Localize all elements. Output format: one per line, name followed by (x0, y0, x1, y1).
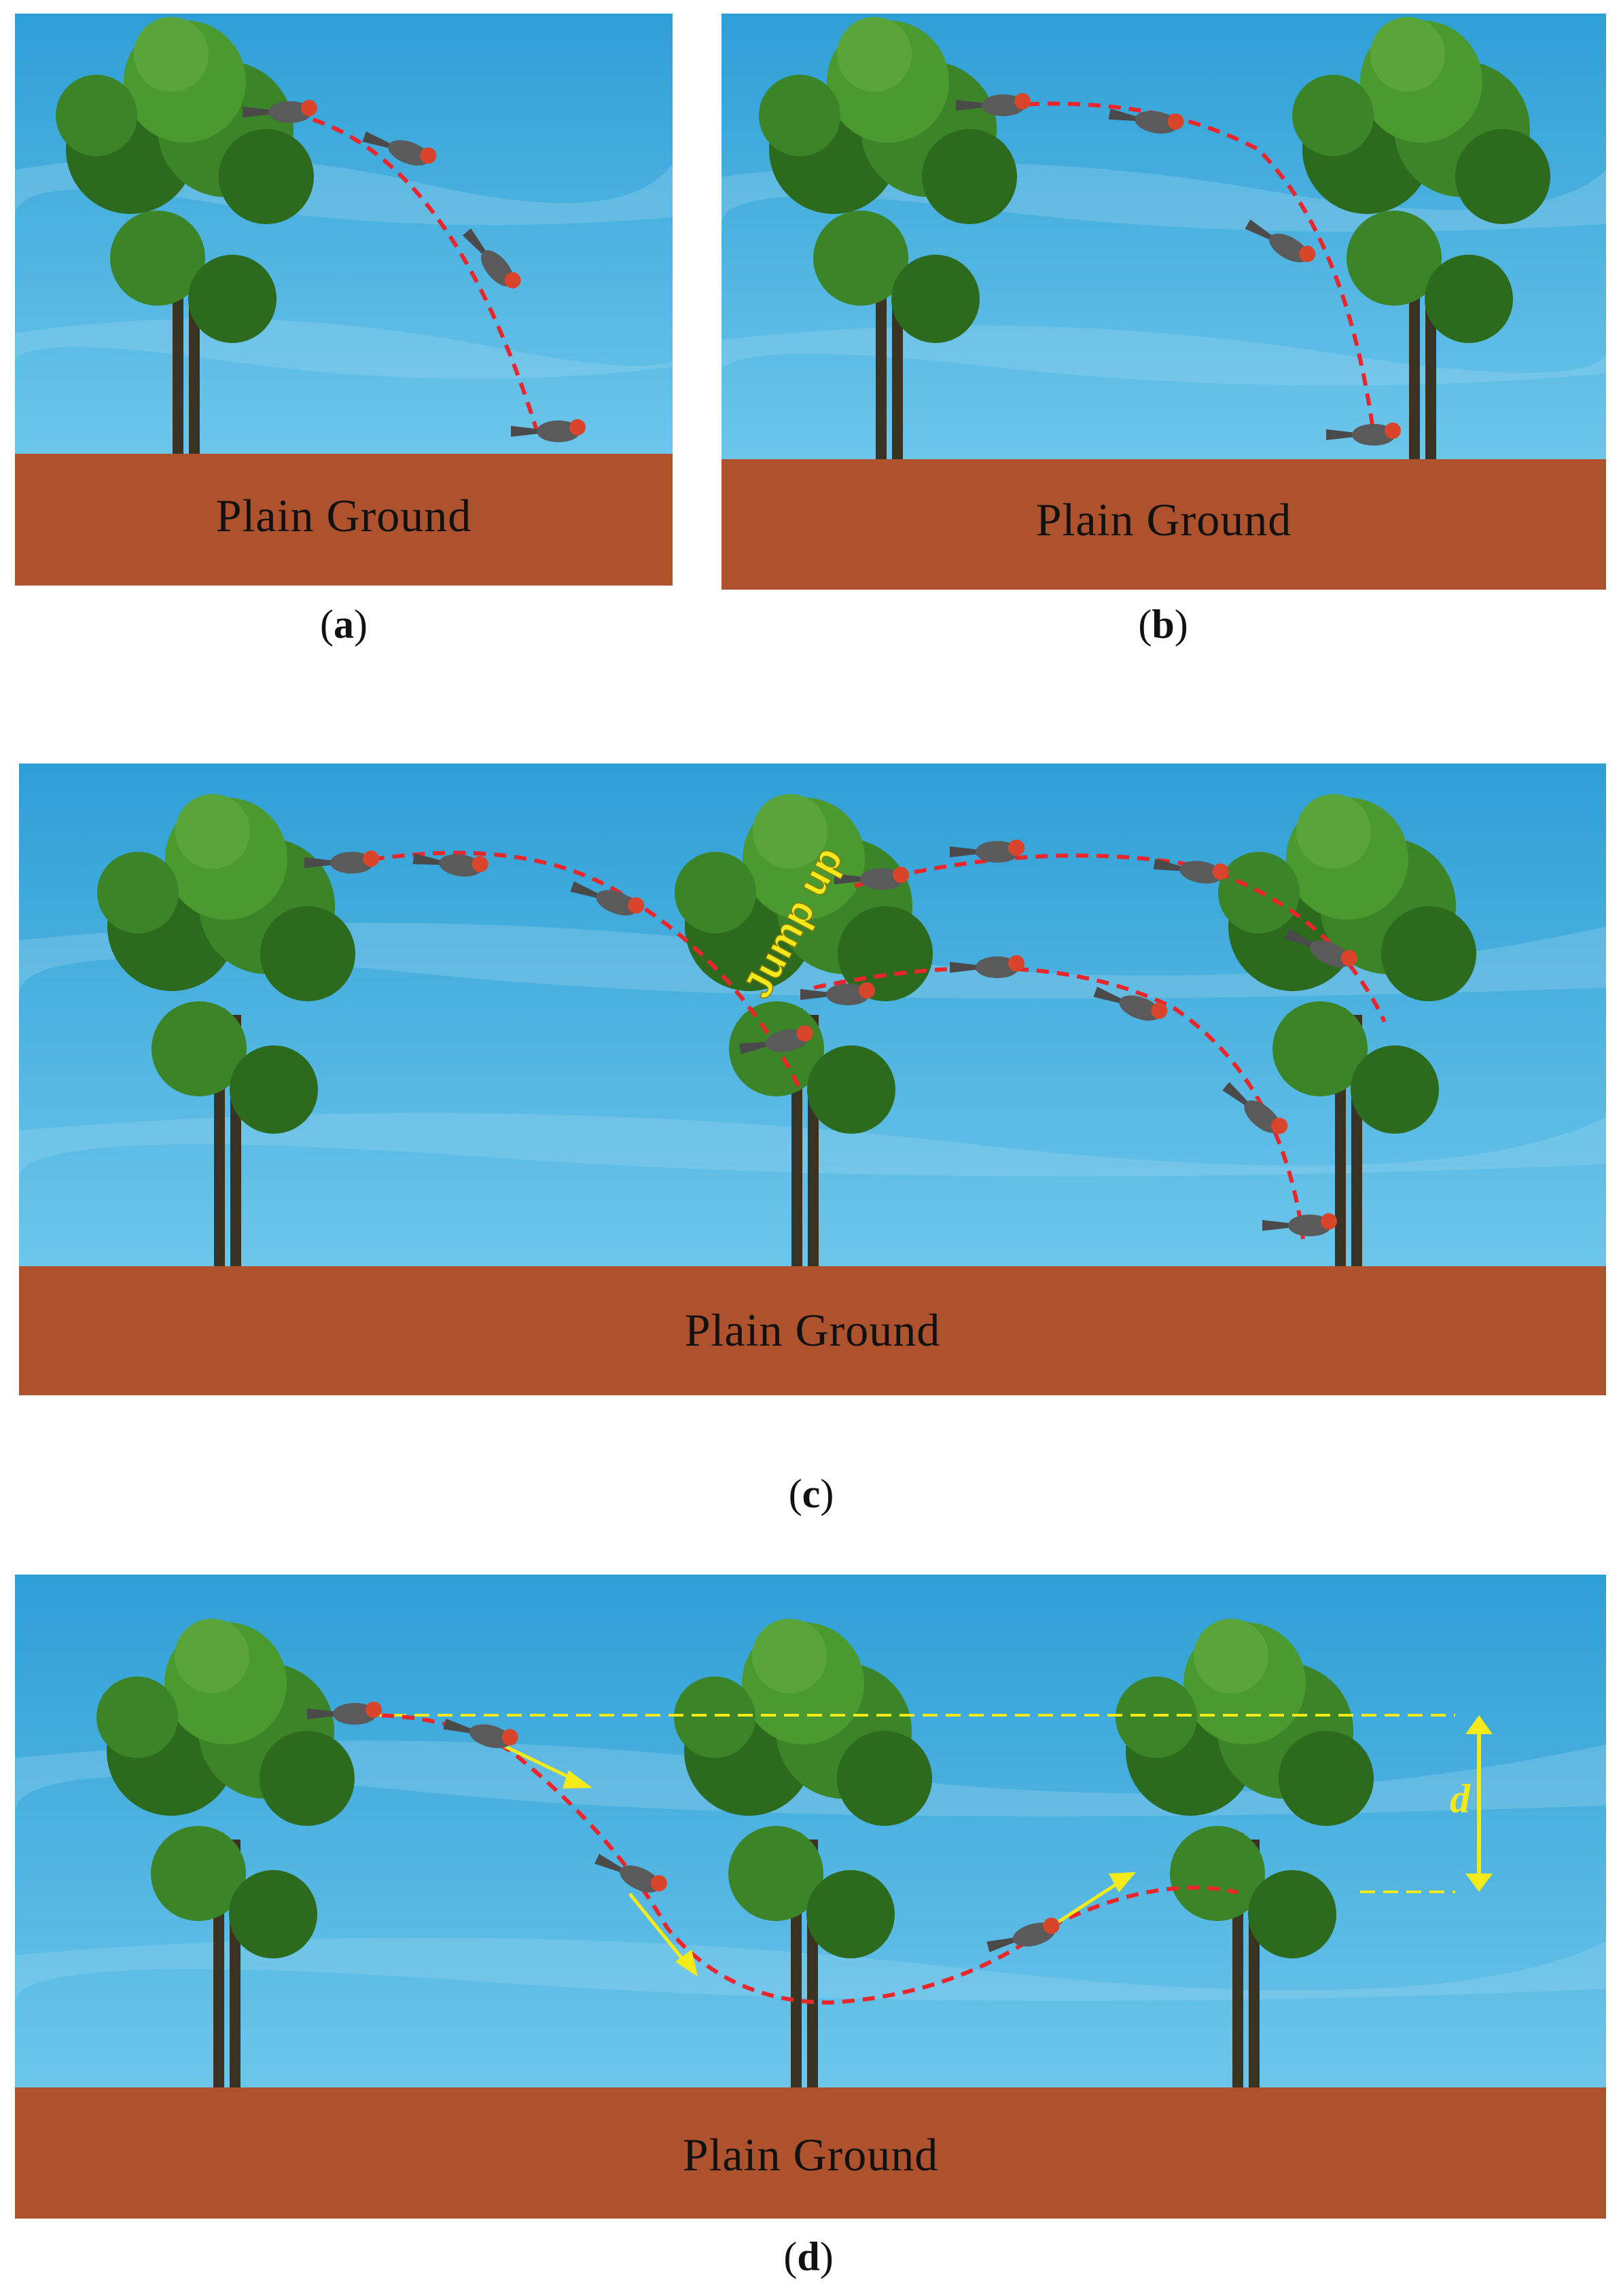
glider-icon (462, 228, 521, 289)
glider-icon (1153, 858, 1229, 884)
glider-icon (511, 419, 586, 442)
glider-icon (1262, 1213, 1337, 1236)
tree-icon (97, 794, 355, 1266)
glider-icon (304, 850, 379, 874)
glider-icon (243, 100, 317, 123)
ground (15, 2087, 1606, 2219)
glider-icon (950, 840, 1025, 863)
glider-icon (412, 853, 488, 877)
panel-a-scene (15, 14, 673, 586)
glider-icon (1222, 1081, 1288, 1134)
glide-trajectory (293, 112, 540, 435)
tree-icon (96, 1619, 355, 2087)
ground-label: Plain Ground (682, 2129, 939, 2181)
tree-icon (759, 17, 1017, 459)
tree-icon (1292, 17, 1550, 459)
arrow-icon (1053, 1872, 1136, 1926)
glider-icon (307, 1702, 382, 1725)
distance-label: d (1450, 1776, 1471, 1821)
glider-icon (956, 93, 1031, 116)
caption-a: (a) (320, 602, 368, 647)
glider-icon (834, 867, 909, 890)
ground (722, 459, 1606, 590)
panel-c-scene: Jump up (19, 764, 1606, 1395)
arrow-icon (499, 1742, 592, 1789)
glider-icon (594, 1854, 667, 1893)
ground-label: Plain Ground (1035, 494, 1292, 545)
glider-icon (1245, 219, 1316, 263)
caption-c: (c) (788, 1471, 834, 1516)
glide-trajectory-3 (813, 966, 1305, 1240)
ground (19, 1266, 1606, 1395)
glider-icon (950, 955, 1025, 978)
glide-trajectory (1006, 101, 1376, 435)
panel-c: Jump up Plain Ground (19, 764, 1606, 1395)
ground-label: Plain Ground (684, 1304, 941, 1356)
tree-icon (1116, 1619, 1374, 2087)
panel-b-scene (722, 14, 1606, 590)
panel-a: Plain Ground (15, 14, 673, 586)
glider-icon (570, 881, 645, 916)
glider-icon (1093, 986, 1168, 1021)
panel-d: d Plain Ground (15, 1575, 1606, 2219)
ground (15, 454, 673, 586)
glider-icon (1285, 929, 1357, 967)
arrow-icon (628, 1893, 698, 1977)
panel-b: Plain Ground (722, 14, 1606, 590)
tree-icon (56, 17, 314, 455)
glider-icon (443, 1719, 518, 1748)
panel-d-scene: d (15, 1575, 1606, 2219)
distance-arrow (1465, 1715, 1493, 1892)
caption-d: (d) (783, 2234, 834, 2279)
caption-b: (b) (1138, 602, 1188, 647)
glider-icon (738, 1025, 813, 1055)
glider-icon (362, 131, 437, 166)
glider-icon (1108, 108, 1184, 134)
glider-icon (986, 1917, 1060, 1952)
glider-icon (1326, 423, 1401, 446)
ground-label: Plain Ground (215, 490, 472, 541)
glider-icon (800, 982, 875, 1005)
